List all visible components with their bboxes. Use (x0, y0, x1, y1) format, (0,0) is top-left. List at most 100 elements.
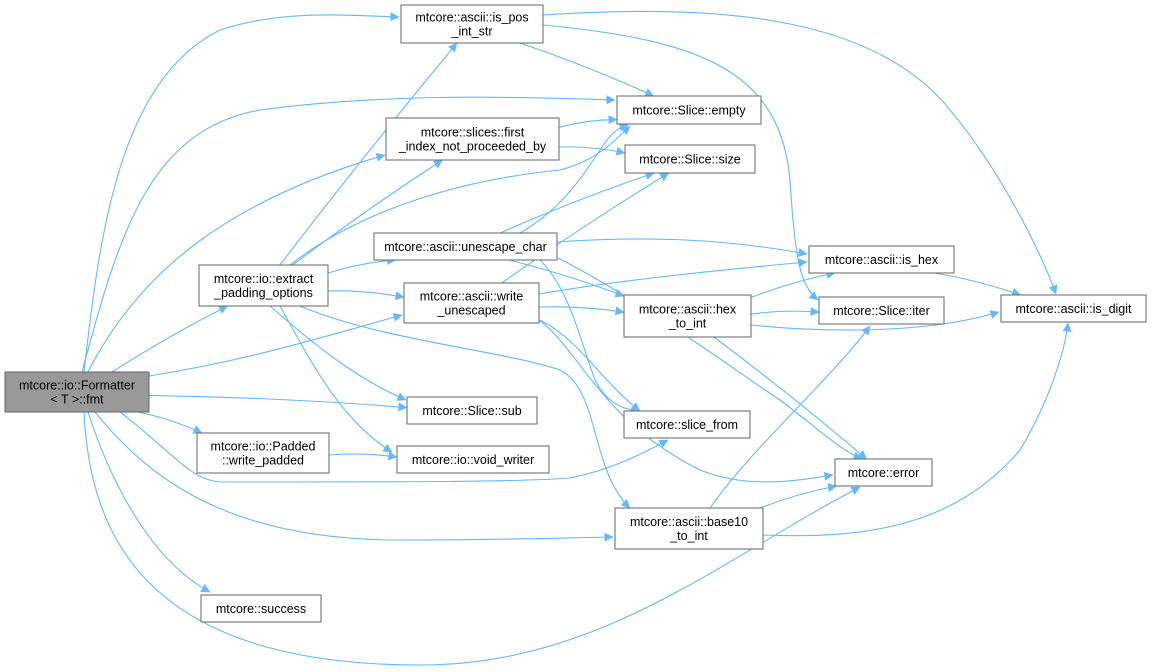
edge-unescape_char-to-slice_empty (519, 122, 629, 234)
edge-extract_padding-to-unescape_char (327, 256, 397, 274)
node-slice-from[interactable]: mtcore::slice_from (623, 410, 751, 439)
node-is-hex[interactable]: mtcore::ascii::is_hex (808, 245, 955, 274)
edge-write_unescaped-to-slice_from (539, 319, 641, 412)
node-fmt[interactable]: mtcore::io::Formatter< T >::fmt (4, 371, 150, 413)
node-box (373, 232, 558, 261)
node-unescape-char[interactable]: mtcore::ascii::unescape_char (373, 232, 558, 261)
node-box (200, 594, 322, 623)
edge-fmt-to-slice_sub (148, 394, 408, 412)
edge-extract_padding-to-first_index (292, 159, 443, 266)
edge-hex_to_int-to-error (713, 336, 867, 460)
edge-fmt-to-is_pos_int_str (83, 12, 400, 373)
node-error[interactable]: mtcore::error (834, 458, 933, 487)
node-label: mtcore::io::extract (214, 272, 314, 286)
node-extract-padding[interactable]: mtcore::io::extract_padding_options (198, 264, 329, 307)
node-slice-size[interactable]: mtcore::Slice::size (624, 144, 756, 174)
node-box (624, 144, 756, 174)
node-label: mtcore::io::Padded (211, 440, 316, 454)
node-box (4, 371, 150, 413)
node-box (385, 117, 560, 161)
edge-first_index-to-slice_empty (558, 115, 618, 128)
edge-extract_padding-to-slice_sub (269, 305, 407, 401)
node-box (623, 410, 751, 439)
edge-extract_padding-to-void_writer (279, 305, 393, 453)
edge-unescape_char-to-hex_to_int (508, 259, 625, 298)
edge-write_unescaped-to-slice_size (501, 172, 670, 284)
node-box (616, 95, 762, 125)
node-box (614, 507, 764, 550)
edge-fmt-to-first_index (87, 153, 386, 373)
node-label: mtcore::ascii::is_digit (1015, 302, 1132, 316)
node-label: _padding_options (213, 286, 313, 300)
node-void-writer[interactable]: mtcore::io::void_writer (396, 445, 550, 474)
edge-extract_padding-to-base10_to_int (299, 305, 631, 509)
node-slice-empty[interactable]: mtcore::Slice::empty (616, 95, 762, 125)
node-box (818, 296, 945, 325)
node-layer: mtcore::io::Formatter< T >::fmtmtcore::a… (4, 4, 1147, 623)
node-box (1000, 294, 1147, 323)
node-label: _to_int (669, 529, 708, 543)
node-label: mtcore::Slice::sub (422, 404, 521, 418)
edge-base10_to_int-to-is_digit (762, 322, 1072, 537)
node-label: mtcore::ascii::is_pos (415, 11, 528, 25)
edge-fmt-to-success (87, 411, 211, 593)
node-label: mtcore::ascii::hex (639, 303, 737, 317)
edge-fmt-to-error (83, 411, 861, 666)
node-base10-to-int[interactable]: mtcore::ascii::base10_to_int (614, 507, 764, 550)
node-label: < T >::fmt (50, 393, 104, 407)
node-slice-sub[interactable]: mtcore::Slice::sub (406, 396, 538, 425)
node-box (623, 294, 752, 338)
node-box (400, 4, 544, 44)
edge-base10_to_int-to-error (759, 483, 838, 509)
node-box (406, 396, 538, 425)
edge-is_pos_int_str-to-slice_empty (519, 42, 655, 97)
node-label: _to_int (668, 317, 707, 331)
node-label: mtcore::success (216, 602, 306, 616)
node-first-index[interactable]: mtcore::slices::first_index_not_proceede… (385, 117, 560, 161)
node-label: mtcore::ascii::unescape_char (384, 240, 547, 254)
edge-unescape_char-to-is_hex (556, 238, 808, 257)
node-label: mtcore::ascii::write (420, 290, 524, 304)
node-box (403, 282, 540, 324)
node-label: mtcore::slice_from (636, 418, 738, 432)
edge-fmt-to-slice_empty (81, 95, 616, 373)
node-box (834, 458, 933, 487)
node-write-padded[interactable]: mtcore::io::Padded::write_padded (196, 432, 330, 474)
node-success[interactable]: mtcore::success (200, 594, 322, 623)
node-hex-to-int[interactable]: mtcore::ascii::hex_to_int (623, 294, 752, 338)
node-label: mtcore::io::Formatter (19, 379, 135, 393)
edge-base10_to_int-to-slice_iter (709, 325, 871, 509)
edge-fmt-to-write_unescaped (148, 312, 403, 377)
edge-write_padded-to-void_writer (328, 451, 398, 461)
node-box (196, 432, 330, 474)
edge-hex_to_int-to-is_hex (750, 270, 836, 299)
edge-extract_padding-to-slice_empty (289, 125, 631, 266)
edge-fmt-to-write_padded (137, 411, 203, 434)
edge-write_unescaped-to-hex_to_int (538, 306, 625, 316)
edge-fmt-to-base10_to_int (94, 411, 614, 542)
edge-extract_padding-to-write_unescaped (327, 290, 405, 301)
edge-extract_padding-to-is_pos_int_str (279, 42, 458, 266)
node-label: mtcore::Slice::empty (632, 104, 746, 118)
edge-layer (81, 10, 1072, 666)
node-slice-iter[interactable]: mtcore::Slice::iter (818, 296, 945, 325)
edge-is_pos_int_str-to-is_digit (542, 10, 1058, 295)
node-label: mtcore::Slice::iter (833, 304, 930, 318)
edge-hex_to_int-to-slice_iter (750, 307, 820, 317)
node-is-digit[interactable]: mtcore::ascii::is_digit (1000, 294, 1147, 323)
node-box (808, 245, 955, 274)
edge-unescape_char-to-slice_size (499, 171, 655, 234)
node-label: ::write_padded (222, 454, 304, 468)
node-label: mtcore::slices::first (421, 126, 525, 140)
node-is-pos-int-str[interactable]: mtcore::ascii::is_pos_int_str (400, 4, 544, 44)
edge-fmt-to-slice_from (119, 411, 669, 483)
edge-write_unescaped-to-is_hex (538, 258, 808, 295)
node-write-unescaped[interactable]: mtcore::ascii::write_unescaped (403, 282, 540, 324)
node-label: _index_not_proceeded_by (398, 140, 547, 154)
node-box (396, 445, 550, 474)
node-label: mtcore::ascii::is_hex (825, 253, 939, 267)
node-label: _int_str (451, 25, 493, 39)
node-label: mtcore::error (848, 466, 920, 480)
edge-is_pos_int_str-to-slice_iter (542, 24, 819, 301)
